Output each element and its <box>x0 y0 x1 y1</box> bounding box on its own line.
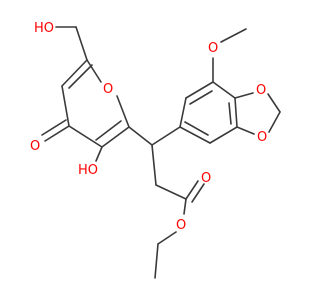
bond <box>268 111 281 133</box>
bond <box>154 243 159 279</box>
bond <box>95 146 103 162</box>
bond <box>185 81 214 99</box>
enol-oh-label: HO <box>78 163 98 178</box>
bond <box>189 90 213 105</box>
atom-labels: HO O O HO O O O O O <box>30 21 267 233</box>
bond <box>116 95 130 128</box>
bond-lines <box>41 26 281 279</box>
bond <box>41 119 67 136</box>
bond <box>151 144 157 186</box>
dioxole-oxygen-lower-label: O <box>257 130 267 145</box>
bond <box>234 92 254 99</box>
bond <box>68 125 103 148</box>
bond <box>212 81 236 99</box>
bond <box>185 180 199 200</box>
ester-ether-oxygen-label: O <box>176 218 186 233</box>
bond <box>228 102 232 125</box>
bond <box>209 126 238 144</box>
bond <box>191 183 205 203</box>
pyranone-ring-oxygen-label: O <box>103 82 113 97</box>
methoxy-oxygen-label: O <box>208 41 218 56</box>
bond <box>220 28 247 43</box>
bond <box>157 231 177 245</box>
dioxole-oxygen-upper-label: O <box>256 83 266 98</box>
bond <box>184 121 209 136</box>
bond <box>68 64 93 89</box>
hydroxymethyl-oh-label: HO <box>34 21 54 36</box>
bond <box>128 126 153 146</box>
bond <box>61 59 88 87</box>
bond <box>183 198 187 215</box>
molecule-diagram: HO O O HO O O O O O <box>30 21 281 279</box>
bond <box>95 120 122 141</box>
bond <box>44 125 70 142</box>
bond <box>61 85 70 127</box>
bond <box>86 59 102 83</box>
bond <box>234 97 238 128</box>
bond <box>236 126 255 135</box>
bond <box>179 97 187 128</box>
ester-carbonyl-oxygen-label: O <box>201 171 211 186</box>
bond <box>155 184 187 200</box>
bond <box>75 26 88 61</box>
bond <box>267 93 281 113</box>
bond <box>179 126 211 144</box>
bond <box>101 126 130 148</box>
bond <box>151 126 181 146</box>
ketone-oxygen-label: O <box>30 139 40 154</box>
